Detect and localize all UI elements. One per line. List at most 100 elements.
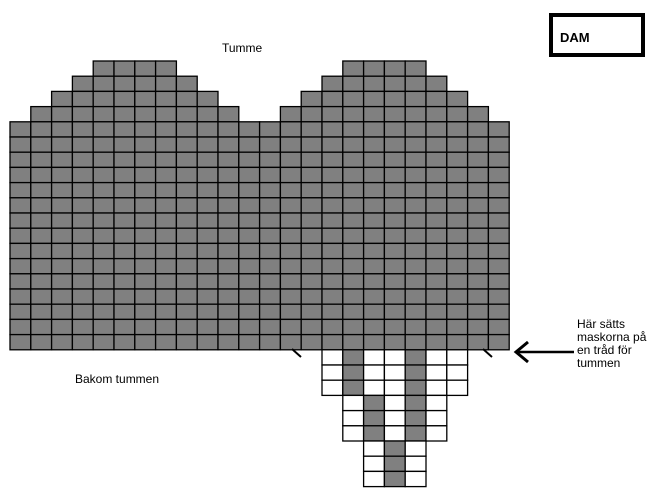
chart-cell-filled <box>92 212 115 229</box>
chart-cell-filled <box>175 181 198 199</box>
chart-cell-filled <box>50 105 74 123</box>
chart-cell-filled <box>258 242 282 260</box>
chart-cell-filled <box>154 273 178 290</box>
chart-cell-filled <box>113 333 136 351</box>
chart-cell-empty <box>404 440 427 457</box>
chart-cell-filled <box>383 273 406 290</box>
chart-cell-filled <box>446 181 469 199</box>
chart-cell-filled <box>404 166 427 184</box>
chart-cell-filled <box>300 136 323 153</box>
chart-cell-filled <box>342 333 365 351</box>
chart-cell-filled <box>238 136 261 153</box>
chart-cell-filled <box>362 105 386 123</box>
chart-cell-filled <box>113 197 136 214</box>
chart-cell-filled <box>154 288 178 305</box>
chart-cell-filled <box>217 273 240 290</box>
chart-cell-filled <box>342 136 365 153</box>
chart-cell-filled <box>71 136 94 153</box>
chart-cell-filled <box>113 318 136 336</box>
chart-cell-filled <box>404 379 427 397</box>
chart-cell-filled <box>279 105 302 123</box>
chart-cell-filled <box>92 257 115 275</box>
chart-cell-empty <box>383 379 406 397</box>
chart-cell-filled <box>154 257 178 275</box>
chart-cell-filled <box>300 197 323 214</box>
chart-cell-filled <box>362 121 386 138</box>
chart-cell-filled <box>9 318 32 336</box>
chart-cell-filled <box>321 75 344 93</box>
chart-cell-filled <box>50 273 74 290</box>
chart-cell-filled <box>466 121 490 138</box>
chart-cell-filled <box>383 181 406 199</box>
chart-cell-filled <box>113 242 136 260</box>
chart-cell-filled <box>154 151 178 169</box>
chart-cell-filled <box>404 242 427 260</box>
chart-cell-empty <box>362 364 386 381</box>
chart-cell-filled <box>321 90 344 108</box>
chart-cell-filled <box>175 273 198 290</box>
chart-cell-filled <box>383 257 406 275</box>
chart-cell-filled <box>446 257 469 275</box>
chart-cell-filled <box>342 303 365 321</box>
chart-cell-filled <box>279 212 302 229</box>
chart-cell-filled <box>342 121 365 138</box>
chart-cell-filled <box>362 333 386 351</box>
chart-cell-empty <box>383 394 406 412</box>
chart-cell-filled <box>71 242 94 260</box>
chart-cell-filled <box>425 181 448 199</box>
chart-cell-filled <box>30 151 53 169</box>
chart-cell-filled <box>238 151 261 169</box>
chart-cell-filled <box>446 136 469 153</box>
chart-cell-filled <box>92 197 115 214</box>
chart-cell-filled <box>446 227 469 245</box>
chart-cell-filled <box>50 227 74 245</box>
chart-cell-filled <box>30 273 53 290</box>
chart-cell-filled <box>404 151 427 169</box>
chart-cell-filled <box>71 151 94 169</box>
chart-cell-filled <box>113 303 136 321</box>
chart-cell-filled <box>383 75 406 93</box>
chart-cell-filled <box>134 151 157 169</box>
chart-cell-filled <box>92 242 115 260</box>
chart-cell-filled <box>487 333 510 351</box>
chart-cell-filled <box>196 257 219 275</box>
chart-cell-filled <box>238 197 261 214</box>
chart-cell-filled <box>362 303 386 321</box>
chart-cell-filled <box>446 105 469 123</box>
chart-cell-filled <box>404 409 427 427</box>
chart-cell-filled <box>321 197 344 214</box>
chart-cell-filled <box>362 288 386 305</box>
chart-cell-filled <box>342 227 365 245</box>
instruction-line: tummen <box>577 356 621 370</box>
chart-cell-filled <box>30 105 53 123</box>
chart-cell-filled <box>196 181 219 199</box>
chart-cell-filled <box>466 303 490 321</box>
chart-cell-empty <box>383 409 406 427</box>
chart-cell-filled <box>279 197 302 214</box>
chart-cell-filled <box>425 242 448 260</box>
chart-cell-filled <box>362 257 386 275</box>
chart-cell-filled <box>279 181 302 199</box>
chart-cell-filled <box>154 333 178 351</box>
chart-cell-filled <box>175 90 198 108</box>
chart-cell-filled <box>300 242 323 260</box>
thumb-label: Tumme <box>222 41 263 55</box>
chart-cell-filled <box>425 75 448 93</box>
behind-thumb-label: Bakom tummen <box>75 372 160 386</box>
chart-cell-filled <box>238 257 261 275</box>
chart-cell-filled <box>362 394 386 412</box>
chart-cell-filled <box>50 303 74 321</box>
chart-cell-filled <box>258 197 282 214</box>
chart-cell-filled <box>362 151 386 169</box>
chart-cell-filled <box>134 288 157 305</box>
chart-cell-filled <box>92 273 115 290</box>
chart-cell-filled <box>279 242 302 260</box>
chart-cell-filled <box>217 136 240 153</box>
chart-cell-filled <box>154 212 178 229</box>
chart-cell-filled <box>342 75 365 93</box>
chart-cell-filled <box>425 121 448 138</box>
chart-cell-filled <box>9 136 32 153</box>
chart-cell-filled <box>134 333 157 351</box>
chart-cell-filled <box>50 136 74 153</box>
chart-cell-filled <box>425 303 448 321</box>
